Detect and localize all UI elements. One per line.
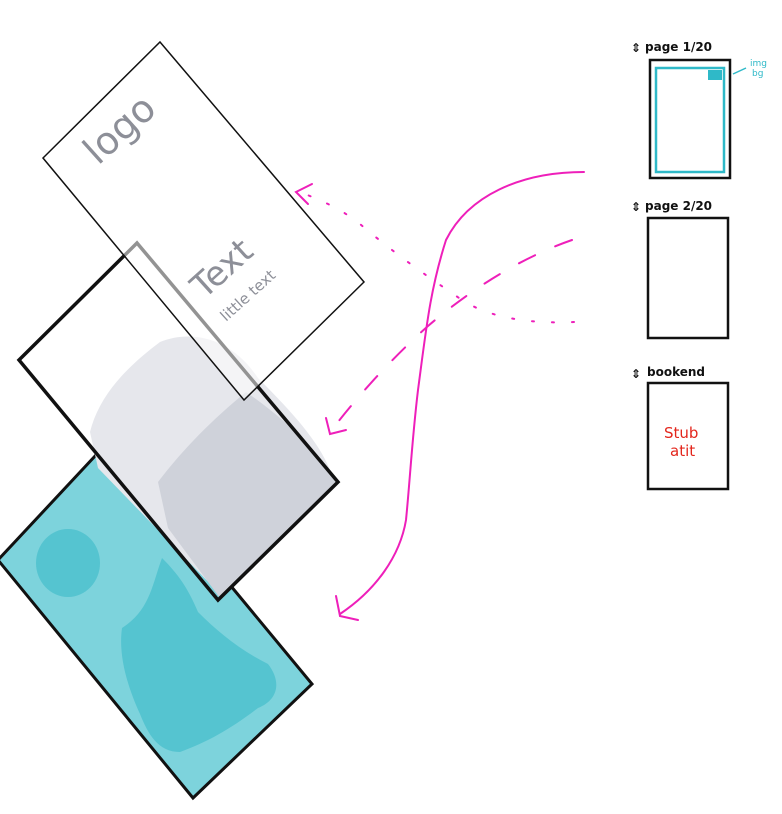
page2-thumbnail[interactable]: ⇕ page 2/20 <box>631 199 730 340</box>
page2-reorder-icon[interactable]: ⇕ <box>631 200 641 214</box>
bookend-thumbnail[interactable]: ⇕ bookend Stub atit <box>631 365 730 491</box>
arrow-page1-head <box>335 595 359 621</box>
text-layer-outline <box>41 40 366 402</box>
page1-image-badge <box>708 70 722 80</box>
image-mountain-shape <box>121 558 277 752</box>
page1-label: page 1/20 <box>645 40 712 54</box>
gradient-dark-wash <box>158 392 338 598</box>
bookend-label: bookend <box>647 365 705 379</box>
bookend-stub-line2: atit <box>670 442 695 460</box>
bookend-reorder-icon[interactable]: ⇕ <box>631 367 641 381</box>
page2-label: page 2/20 <box>645 199 712 213</box>
page-panel: ⇕ page 1/20 img bg ⇕ page 2/20 ⇕ bookend… <box>631 40 767 491</box>
image-sun-shape <box>36 529 100 597</box>
arrow-dotted-to-top-layer <box>299 191 575 324</box>
bookend-frame <box>646 381 730 491</box>
image-layer-card <box>0 437 315 801</box>
page1-image-bg <box>654 66 726 174</box>
text-layer-card: logo Text little text <box>41 40 366 402</box>
arrow-page1-to-bottom-layer <box>339 171 585 615</box>
arrow-page2-head <box>325 417 347 436</box>
page1-annotation-bg: bg <box>752 69 763 79</box>
page1-thumbnail[interactable]: ⇕ page 1/20 img bg <box>631 40 767 180</box>
page1-annotation-pointer <box>732 67 747 75</box>
gradient-layer-card <box>16 240 341 603</box>
mapping-arrows <box>294 171 585 621</box>
page2-frame <box>646 216 730 340</box>
gradient-layer-outline <box>16 240 341 603</box>
arrow-page2-to-middle-layer <box>329 239 573 433</box>
page1-annotation-img: img <box>750 59 767 69</box>
arrow-top-layer-head <box>294 183 313 205</box>
page1-frame <box>648 58 732 180</box>
bookend-stub-line1: Stub <box>664 424 698 442</box>
page1-reorder-icon[interactable]: ⇕ <box>631 41 641 55</box>
